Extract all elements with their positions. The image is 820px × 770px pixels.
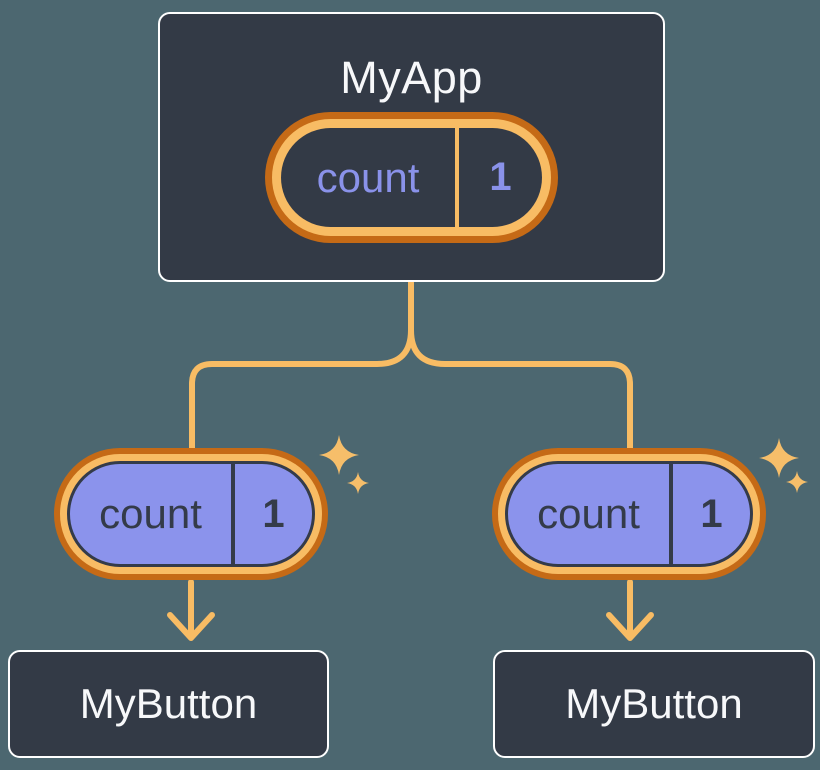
prop-pill-core: count 1 [67,461,315,567]
pill-divider [231,464,235,564]
component-title: MyButton [565,680,743,727]
sparkle-large-icon [319,435,359,475]
connector-right-branch [408,280,633,453]
state-pill-ring: count 1 [272,119,551,236]
sparkle-small-icon [347,472,369,494]
prop-label: count [99,490,202,537]
pill-divider [455,128,459,227]
pill-divider [669,464,673,564]
state-value: 1 [489,155,512,199]
prop-pill-ring: count 1 [60,454,322,574]
prop-pill-right: count 1 [492,448,766,580]
state-label: count [316,153,420,201]
state-pill-core: count 1 [281,128,542,227]
arrow-left-head-icon [167,612,215,641]
prop-value: 1 [700,491,723,536]
arrow-right-head-icon [606,612,654,641]
component-node-mybutton-left: MyButton [8,650,329,758]
sparkles-left-prop-pill [319,435,369,494]
prop-pill-core: count 1 [505,461,753,567]
connector-left-branch [189,280,414,453]
prop-value: 1 [262,491,285,536]
state-pill: count 1 [265,112,558,243]
prop-pill-left: count 1 [54,448,328,580]
component-title: MyApp [340,52,483,103]
sparkles-right-prop-pill [759,438,808,493]
component-title: MyButton [79,680,258,727]
prop-label: count [537,490,640,537]
sparkle-large-icon [759,438,799,478]
sparkle-small-icon [786,471,808,493]
prop-pill-ring: count 1 [498,454,760,574]
component-node-mybutton-right: MyButton [493,650,815,758]
